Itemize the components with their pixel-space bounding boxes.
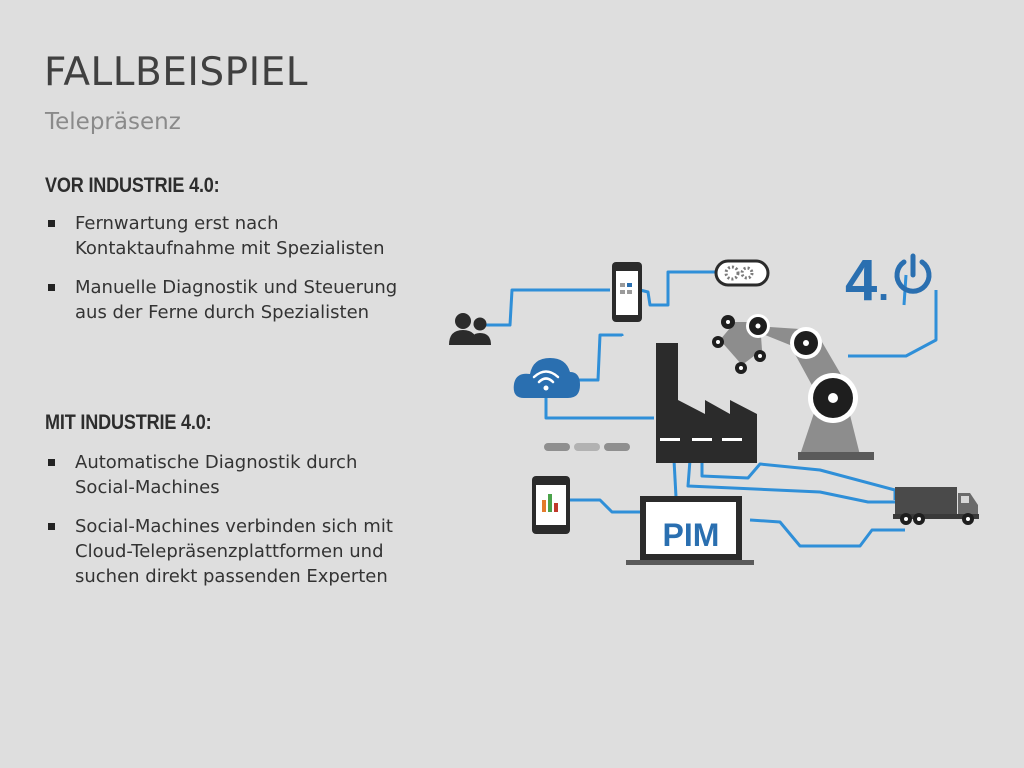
status-bars (544, 443, 630, 451)
badge-number: 4 (845, 248, 877, 313)
bullet-item: Automatische Diagnostik durch Social-Mac… (45, 450, 405, 500)
bullet-item: Fernwartung erst nach Kontaktaufnahme mi… (45, 211, 405, 261)
bullet-item: Manuelle Diagnostik und Steuerung aus de… (45, 275, 405, 325)
section-heading-before: VOR INDUSTRIE 4.0: (45, 174, 220, 197)
square-bullet-icon (48, 523, 55, 530)
factory-icon (656, 343, 757, 463)
bullet-text: Social-Machines verbinden sich mit Cloud… (75, 516, 393, 587)
tablet-chart-icon (532, 476, 570, 534)
people-icon (449, 313, 491, 345)
bullet-list-after: Automatische Diagnostik durch Social-Mac… (45, 450, 405, 603)
badge-dot: . (878, 265, 889, 309)
monitor-label: PIM (663, 517, 720, 553)
robot-arm-icon (712, 314, 874, 460)
gear-settings-icon (714, 259, 770, 287)
smartphone-icon (612, 262, 642, 322)
slide-title: FALLBEISPIEL (44, 50, 309, 95)
bullet-text: Automatische Diagnostik durch Social-Mac… (75, 452, 358, 498)
pim-monitor-icon: PIM (626, 496, 754, 565)
square-bullet-icon (48, 459, 55, 466)
slide-subtitle: Telepräsenz (45, 109, 181, 135)
power-icon (894, 259, 932, 294)
square-bullet-icon (48, 220, 55, 227)
square-bullet-icon (48, 284, 55, 291)
industry-4-0-badge: 4 . (845, 248, 932, 313)
section-heading-after: MIT INDUSTRIE 4.0: (45, 411, 212, 434)
bullet-list-before: Fernwartung erst nach Kontaktaufnahme mi… (45, 211, 405, 339)
cloud-wifi-icon (513, 358, 580, 398)
truck-icon (893, 487, 979, 525)
bullet-text: Manuelle Diagnostik und Steuerung aus de… (75, 277, 398, 323)
bullet-text: Fernwartung erst nach Kontaktaufnahme mi… (75, 213, 385, 259)
bullet-item: Social-Machines verbinden sich mit Cloud… (45, 514, 405, 589)
